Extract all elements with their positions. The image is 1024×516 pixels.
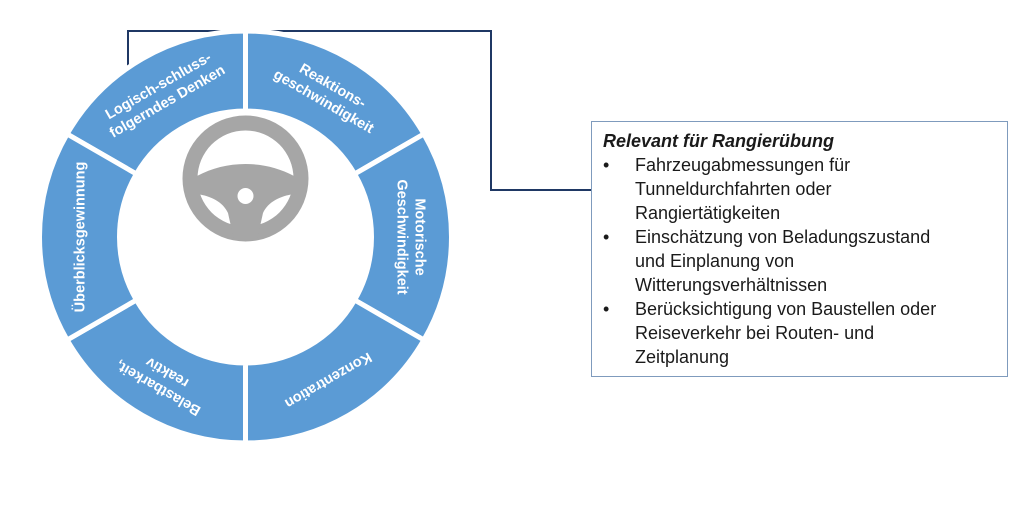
relevance-callout-box: Relevant für Rangierübung • Fahrzeugabme… xyxy=(591,121,1008,377)
callout-list: • Fahrzeugabmessungen für Tunneldurchfah… xyxy=(603,153,997,369)
wheel-segment-label-line: Geschwindigkeit xyxy=(394,179,410,294)
wheel-segment-label-line: Überblicksgewinnung xyxy=(72,162,89,313)
callout-connector-line xyxy=(127,30,591,191)
callout-list-item: • Einschätzung von Beladungszustand und … xyxy=(603,225,997,297)
wheel-segment-ueberblick xyxy=(37,130,140,344)
wheel-segment-label-ueberblick: Überblicksgewinnung xyxy=(72,162,89,313)
steering-wheel-icon xyxy=(182,115,309,242)
callout-item-text: Fahrzeugabmessungen für xyxy=(635,155,851,175)
callout-item-text: Zeitplanung xyxy=(635,347,730,367)
callout-item-text: Tunneldurchfahrten oder xyxy=(635,179,832,199)
wheel-segment-label-motorisch: MotorischeGeschwindigkeit xyxy=(394,179,428,294)
bullet-marker: • xyxy=(603,227,610,247)
bullet-marker: • xyxy=(603,155,610,175)
callout-item-text: Berücksichtigung von Baustellen oder xyxy=(635,299,937,319)
callout-list-item: • Berücksichtigung von Baustellen oder R… xyxy=(603,297,997,369)
callout-item-text: und Einplanung von xyxy=(635,251,795,271)
callout-item-text: Rangiertätigkeiten xyxy=(635,203,781,223)
callout-title: Relevant für Rangierübung xyxy=(603,131,835,151)
callout-item-text: Einschätzung von Beladungszustand xyxy=(635,227,931,247)
callout-item-text: Reiseverkehr bei Routen- und xyxy=(635,323,875,343)
bullet-marker: • xyxy=(603,299,610,319)
wheel-segment-label-line: Motorische xyxy=(412,198,428,275)
callout-list-item: • Fahrzeugabmessungen für Tunneldurchfah… xyxy=(603,153,997,225)
callout-item-text: Witterungsverhältnissen xyxy=(635,275,828,295)
